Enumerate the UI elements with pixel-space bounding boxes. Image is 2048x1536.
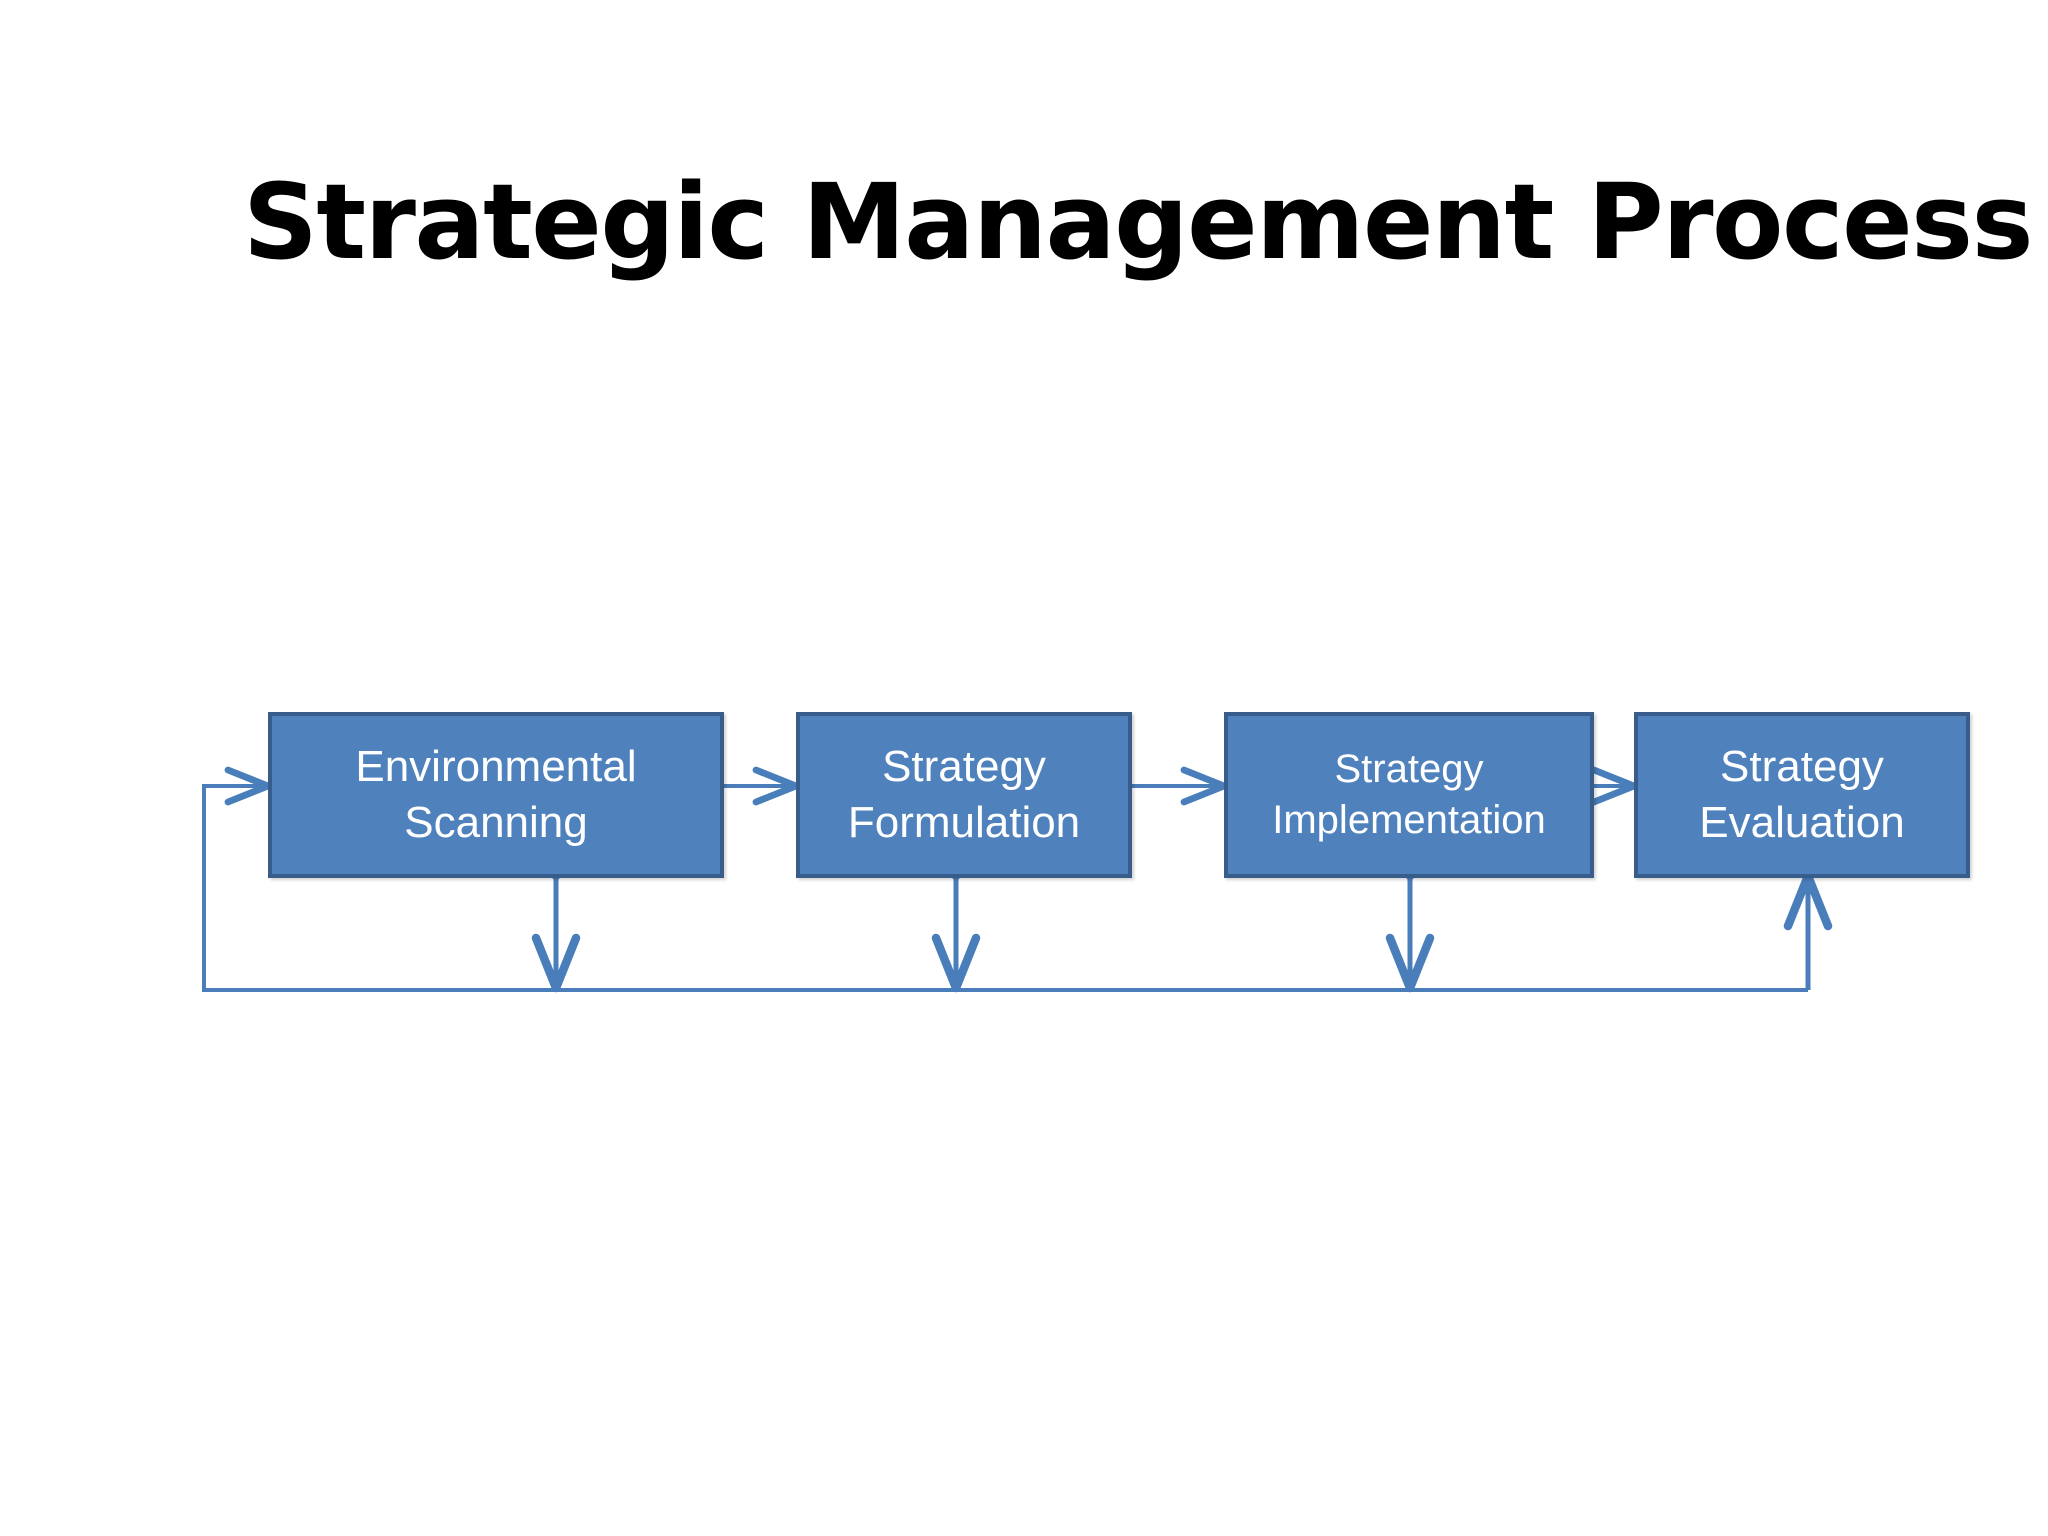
process-box-strategy-implementation[interactable]: Strategy Implementation: [1224, 712, 1594, 878]
process-box-strategy-evaluation[interactable]: Strategy Evaluation: [1634, 712, 1970, 878]
feedback-loop-path: [202, 766, 1808, 992]
process-box-environmental-scanning[interactable]: Environmental Scanning: [268, 712, 724, 878]
process-box-strategy-formulation[interactable]: Strategy Formulation: [796, 712, 1132, 878]
page-title: Strategic Management Process: [243, 161, 2033, 283]
